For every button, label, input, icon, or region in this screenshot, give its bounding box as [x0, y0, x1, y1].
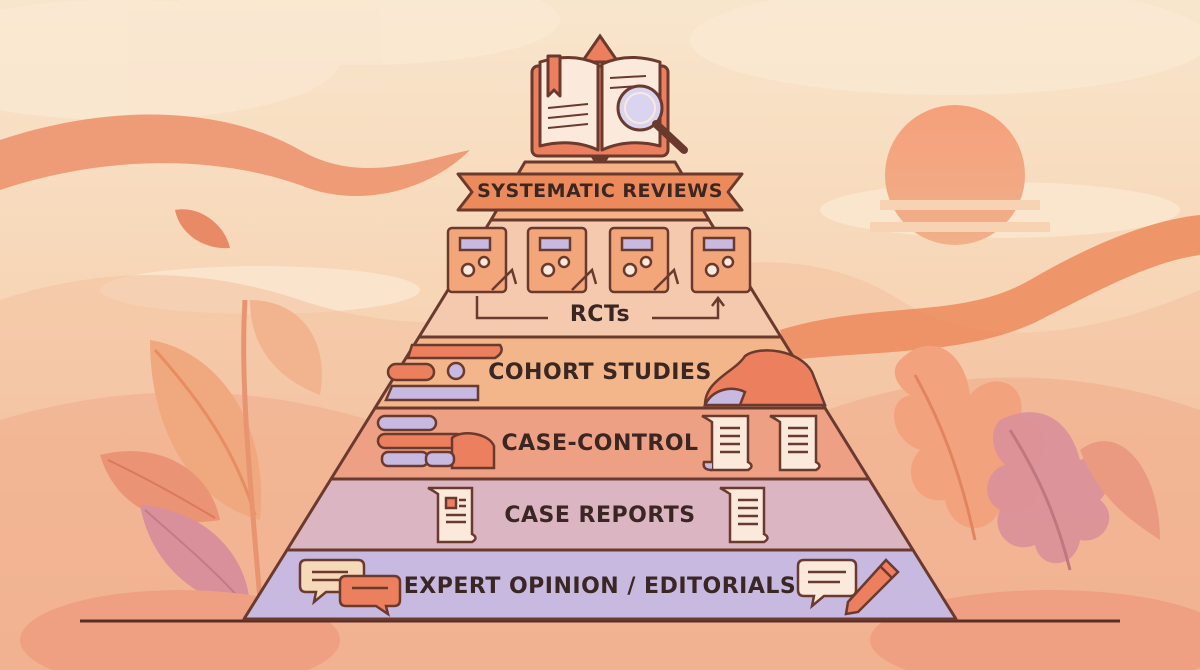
arrow-icon	[475, 295, 725, 320]
case-control-decor	[376, 414, 496, 470]
notebook-gear-icon	[446, 226, 518, 294]
pyramid-apex	[579, 33, 621, 64]
notebook-gear-icon	[690, 226, 752, 294]
right-foliage	[870, 345, 1200, 670]
document-icon	[719, 486, 769, 544]
leaf-icon	[250, 300, 322, 395]
cohort-decor	[384, 343, 827, 407]
document-icon	[701, 414, 753, 472]
speech-bubble-icon	[298, 558, 402, 617]
banner-ribbon	[456, 172, 744, 212]
tier-label-expert-opinion: EXPERT OPINION / EDITORIALS	[403, 574, 797, 599]
pen-icon	[844, 558, 900, 616]
document-icon	[769, 414, 821, 472]
ribbon-right	[780, 215, 1200, 360]
tier-label-cohort-studies: COHORT STUDIES	[488, 360, 712, 385]
speech-bubble-icon	[796, 558, 858, 610]
leaf-icon	[987, 412, 1110, 564]
notebook-gear-icon	[608, 226, 680, 294]
leaf-floating	[175, 209, 230, 249]
ribbon-left	[0, 114, 470, 197]
magnifier-icon	[616, 84, 688, 154]
notebook-gear-icon	[526, 226, 598, 294]
leaf-icon	[150, 340, 262, 520]
tier-label-case-reports: CASE REPORTS	[504, 503, 696, 528]
sun-icon	[870, 105, 1050, 245]
leaf-icon	[140, 505, 250, 610]
tier-label-rcts: RCTs	[569, 302, 631, 327]
tier-label-systematic-reviews: SYSTEMATIC REVIEWS	[477, 180, 723, 202]
rct-notebooks	[446, 226, 752, 320]
tier-label-case-control: CASE-CONTROL	[501, 431, 699, 456]
document-icon	[427, 486, 477, 544]
